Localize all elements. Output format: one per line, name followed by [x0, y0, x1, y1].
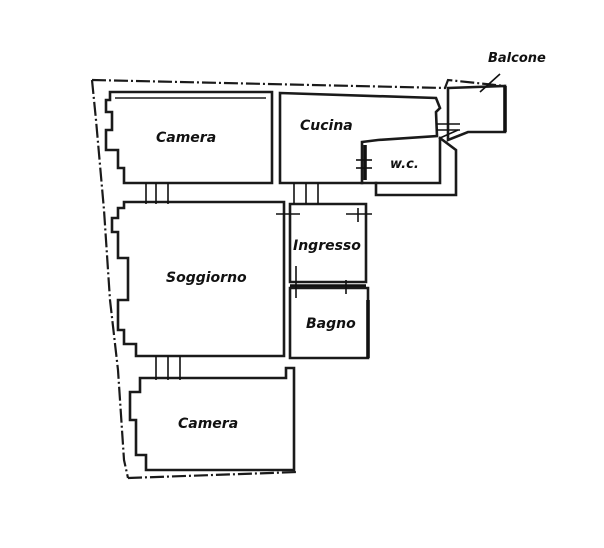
room-camera-bottom [128, 366, 296, 472]
balcony [446, 73, 507, 142]
label-balcone: Balcone [488, 51, 546, 66]
door-markers [145, 123, 460, 380]
label-ingresso: Ingresso [293, 238, 361, 254]
label-camera-bottom: Camera [178, 416, 238, 432]
room-cucina [278, 91, 442, 185]
label-camera-top: Camera [156, 130, 216, 146]
room-camera-top [104, 90, 274, 185]
label-bagno: Bagno [306, 316, 356, 332]
room-ingresso [288, 202, 368, 288]
room-wc [356, 129, 459, 197]
label-wc: w.c. [390, 157, 419, 172]
room-bagno [288, 286, 370, 360]
label-soggiorno: Soggiorno [166, 270, 247, 286]
outer-boundary [90, 78, 506, 480]
room-soggiorno [110, 200, 286, 358]
label-cucina: Cucina [300, 118, 353, 134]
